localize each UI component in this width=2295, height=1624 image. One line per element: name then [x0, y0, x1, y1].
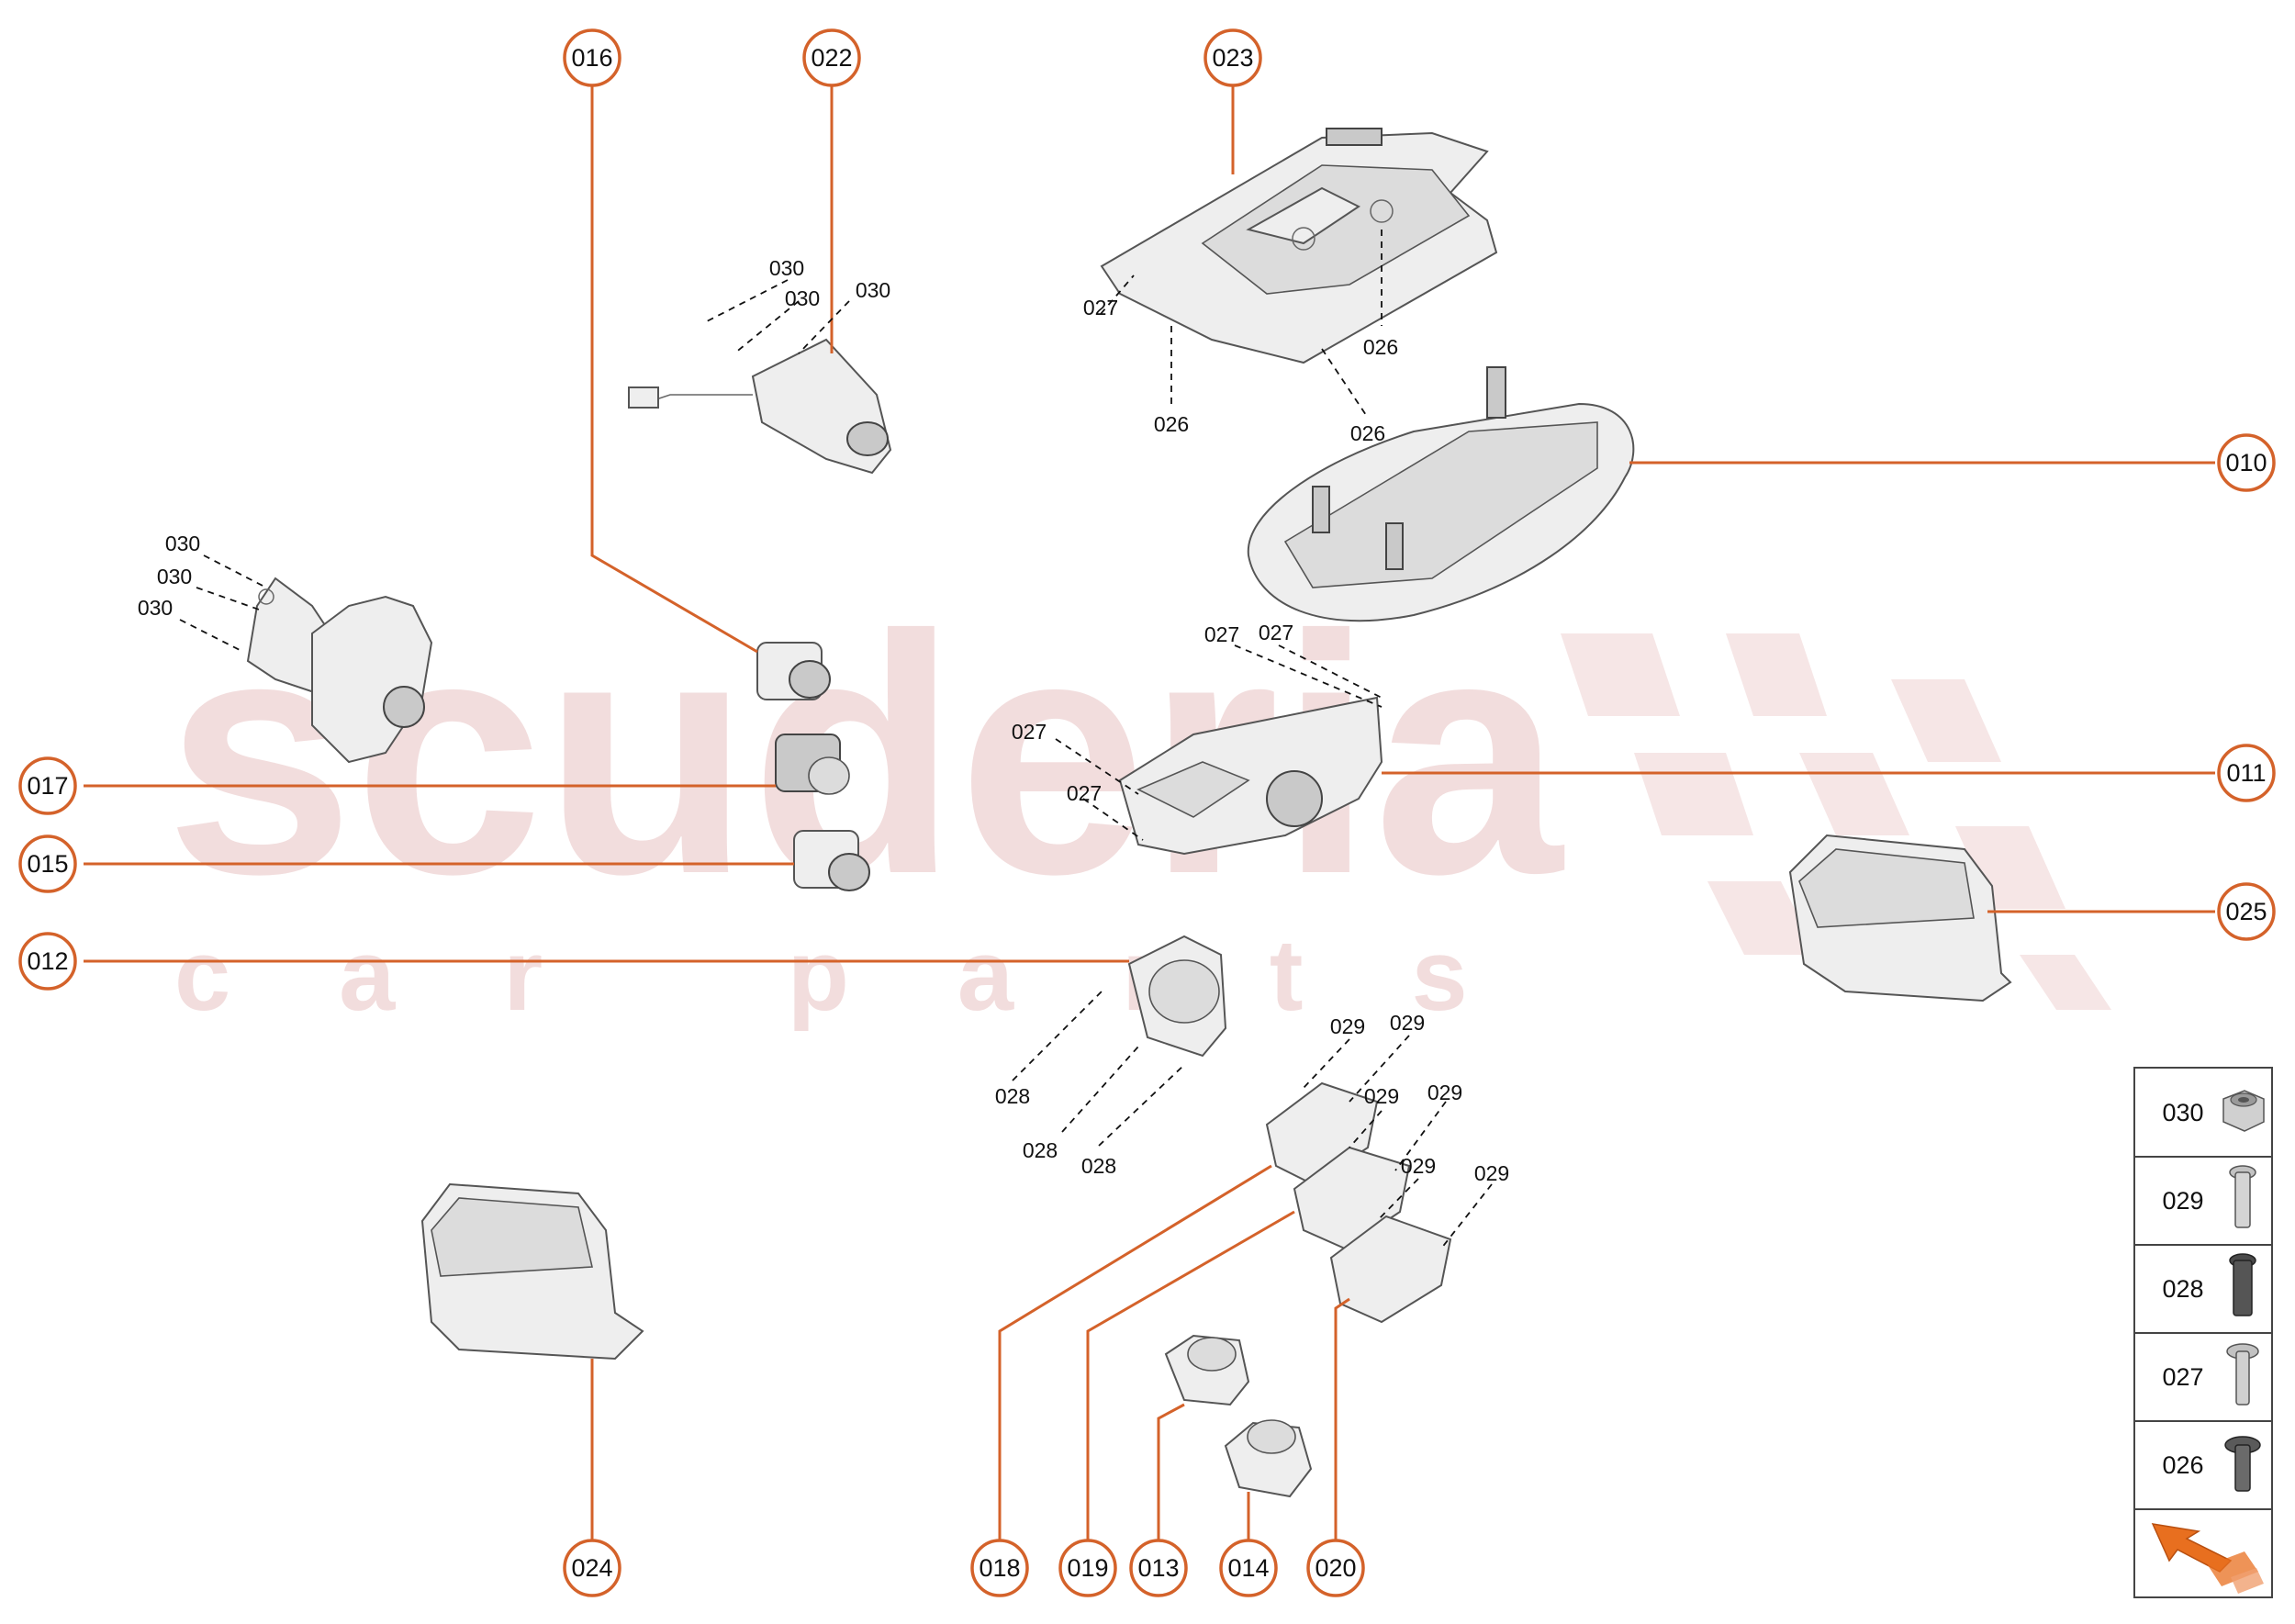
label-028-a: 028	[995, 1084, 1030, 1108]
label-028-b: 028	[1023, 1138, 1058, 1162]
watermark-sub: car parts	[174, 919, 1576, 1032]
long-screw-icon	[2229, 1165, 2256, 1228]
legend-code-029: 029	[2162, 1187, 2203, 1215]
callout-025[interactable]: 025	[2217, 882, 2276, 941]
callout-016[interactable]: 016	[563, 28, 621, 87]
svg-text:025: 025	[2225, 898, 2267, 925]
part-016-switch	[756, 642, 831, 700]
part-013-button	[1164, 1334, 1250, 1406]
svg-text:020: 020	[1315, 1554, 1356, 1582]
legend-code-026: 026	[2162, 1451, 2203, 1479]
svg-text:012: 012	[27, 947, 68, 975]
fastener-leaders	[179, 230, 1493, 1249]
label-029-a: 029	[1330, 1014, 1365, 1038]
callout-010[interactable]: 010	[2217, 433, 2276, 492]
callout-014[interactable]: 014	[1219, 1539, 1278, 1597]
callout-022[interactable]: 022	[802, 28, 861, 87]
part-010-console-housing	[1247, 366, 1635, 622]
callout-019[interactable]: 019	[1058, 1539, 1117, 1597]
svg-text:010: 010	[2225, 449, 2267, 476]
svg-text:017: 017	[27, 772, 68, 800]
label-030-c: 030	[856, 278, 890, 302]
label-027-b: 027	[1204, 622, 1239, 646]
svg-text:019: 019	[1067, 1554, 1108, 1582]
view-direction-arrow-icon	[2151, 1523, 2264, 1594]
part-switch-stack	[1265, 1081, 1452, 1324]
label-030-a: 030	[769, 256, 804, 280]
part-012-rotary-knob	[1127, 935, 1227, 1058]
part-011-control-panel	[1118, 696, 1383, 856]
svg-text:014: 014	[1227, 1554, 1269, 1582]
label-026-a: 026	[1363, 335, 1398, 359]
label-029-d: 029	[1427, 1081, 1462, 1104]
short-screw-icon	[2224, 1436, 2261, 1492]
svg-text:015: 015	[27, 850, 68, 878]
callout-017[interactable]: 017	[18, 756, 77, 815]
fastener-legend: 030 029 028 027 026	[2133, 1067, 2273, 1598]
part-left-switch-assembly	[246, 577, 433, 764]
legend-code-028: 028	[2162, 1275, 2203, 1303]
label-026-c: 026	[1350, 421, 1385, 445]
dark-screw-icon	[2229, 1253, 2256, 1316]
part-025-switch-module	[1788, 834, 2012, 1002]
callout-012[interactable]: 012	[18, 932, 77, 991]
callout-013[interactable]: 013	[1129, 1539, 1188, 1597]
callout-018[interactable]: 018	[970, 1539, 1029, 1597]
nut-icon	[2222, 1090, 2265, 1132]
svg-text:011: 011	[2226, 759, 2266, 787]
label-027-a: 027	[1083, 296, 1118, 319]
label-030-f: 030	[138, 596, 173, 620]
label-029-b: 029	[1390, 1011, 1425, 1035]
label-030-e: 030	[157, 565, 192, 588]
part-022-switch-with-cable	[628, 338, 892, 475]
part-015-switch	[793, 830, 870, 891]
svg-text:018: 018	[979, 1554, 1020, 1582]
label-029-c: 029	[1364, 1084, 1399, 1108]
screw-icon	[2226, 1343, 2259, 1406]
svg-text:022: 022	[811, 44, 852, 72]
svg-text:013: 013	[1137, 1554, 1179, 1582]
svg-text:023: 023	[1212, 44, 1253, 72]
legend-code-027: 027	[2162, 1363, 2203, 1391]
part-024-switch-module	[420, 1182, 644, 1361]
callout-020[interactable]: 020	[1306, 1539, 1365, 1597]
part-014-button	[1224, 1419, 1313, 1498]
label-027-e: 027	[1067, 781, 1102, 805]
leader-lines	[84, 85, 2215, 1549]
label-030-b: 030	[785, 286, 820, 310]
svg-text:016: 016	[571, 44, 612, 72]
callouts: 016 022 023 010 011 017 015 012 025 024 …	[18, 28, 2276, 1597]
part-023-mounting-plate	[1100, 128, 1498, 364]
label-029-f: 029	[1474, 1161, 1509, 1185]
part-017-switch	[775, 734, 850, 795]
label-029-e: 029	[1401, 1154, 1436, 1178]
svg-text:024: 024	[571, 1554, 612, 1582]
label-030-d: 030	[165, 532, 200, 555]
label-026-b: 026	[1154, 412, 1189, 436]
label-027-d: 027	[1012, 720, 1047, 744]
fastener-labels: 030 030 030 030 030 030 027 026 026 026 …	[138, 256, 1509, 1185]
legend-code-030: 030	[2162, 1099, 2203, 1126]
label-027-c: 027	[1259, 621, 1293, 644]
callout-015[interactable]: 015	[18, 834, 77, 893]
label-028-c: 028	[1081, 1154, 1116, 1178]
callout-023[interactable]: 023	[1203, 28, 1262, 87]
callout-024[interactable]: 024	[563, 1539, 621, 1597]
callout-011[interactable]: 011	[2217, 744, 2276, 802]
